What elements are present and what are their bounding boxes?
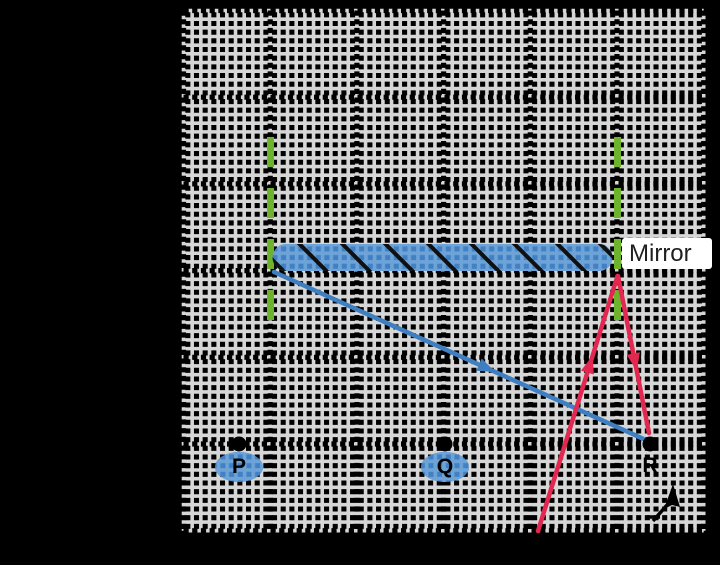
point-dot-p — [231, 436, 247, 452]
incident-ray-arrowhead — [580, 355, 594, 375]
mirror-label: Mirror — [622, 238, 712, 269]
sight-ray-arrowhead — [476, 358, 496, 373]
reflected-ray-arrowhead — [626, 352, 640, 372]
mirror-hatching — [272, 244, 613, 271]
point-label-q: Q — [436, 455, 454, 478]
point-label-r: R — [642, 454, 658, 477]
point-dot-r — [642, 436, 658, 452]
incident-ray — [535, 273, 620, 534]
cursor-icon — [647, 484, 680, 523]
reflected-ray — [615, 273, 652, 436]
point-dot-q — [437, 436, 453, 452]
point-label-p: P — [231, 455, 246, 478]
mirror-bar — [272, 244, 613, 271]
fine-grid-lines — [181, 8, 706, 533]
point-q — [421, 436, 469, 482]
sight-ray — [271, 269, 651, 444]
point-p — [215, 436, 263, 482]
point-r — [642, 436, 658, 452]
